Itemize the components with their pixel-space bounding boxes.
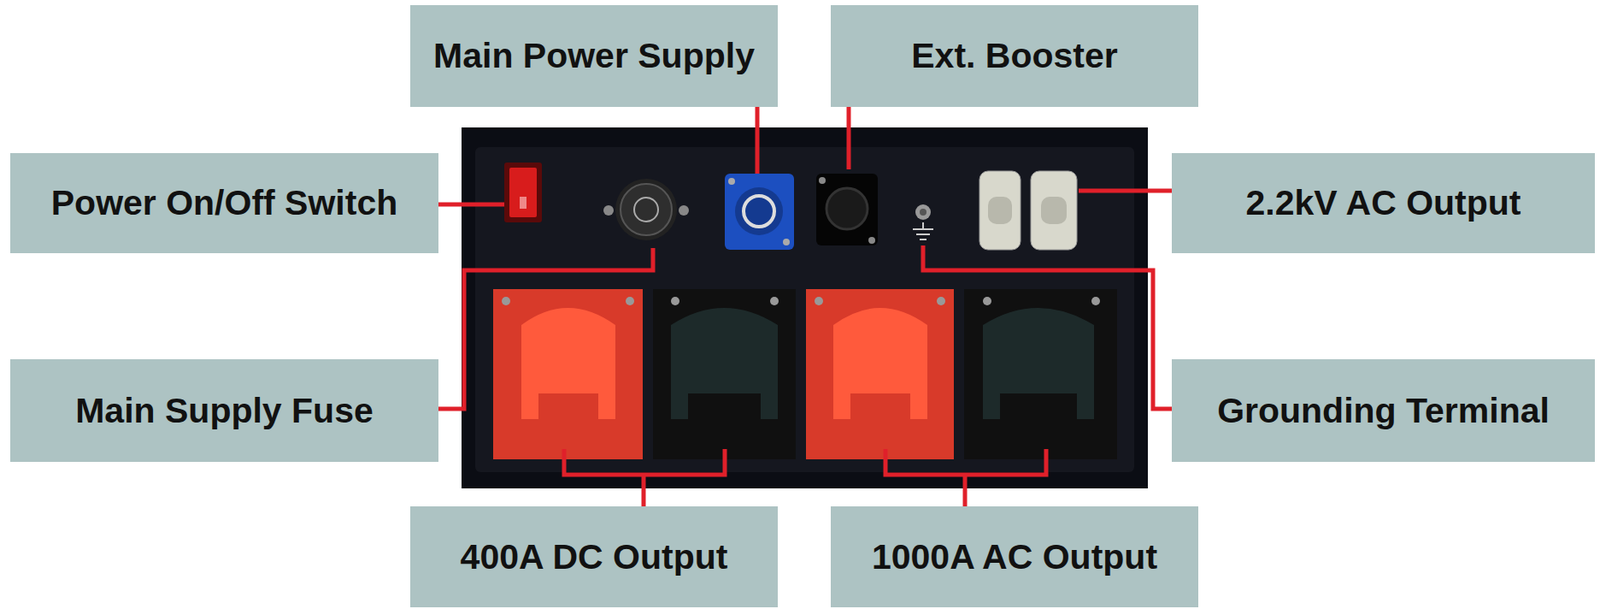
callout-box: Ext. Booster — [830, 5, 1199, 107]
callout-box: Grounding Terminal — [1171, 358, 1595, 462]
callout-box: Main Supply Fuse — [10, 358, 439, 462]
callout-box: Main Power Supply — [410, 5, 778, 107]
callout-label: Ext. Booster — [911, 35, 1118, 77]
callout-label: 400A DC Output — [460, 536, 729, 577]
callout-label: 2.2kV AC Output — [1246, 182, 1522, 224]
callout-box: Power On/Off Switch — [10, 152, 439, 253]
callout-label: 1000A AC Output — [871, 536, 1158, 577]
callout-box: 400A DC Output — [410, 505, 778, 607]
callout-label: Power On/Off Switch — [51, 182, 398, 224]
callout-label: Main Power Supply — [433, 35, 755, 77]
callout-box: 2.2kV AC Output — [1171, 152, 1595, 253]
callout-label: Main Supply Fuse — [75, 390, 374, 431]
callout-label: Grounding Terminal — [1217, 390, 1550, 431]
callout-box: 1000A AC Output — [830, 505, 1199, 607]
